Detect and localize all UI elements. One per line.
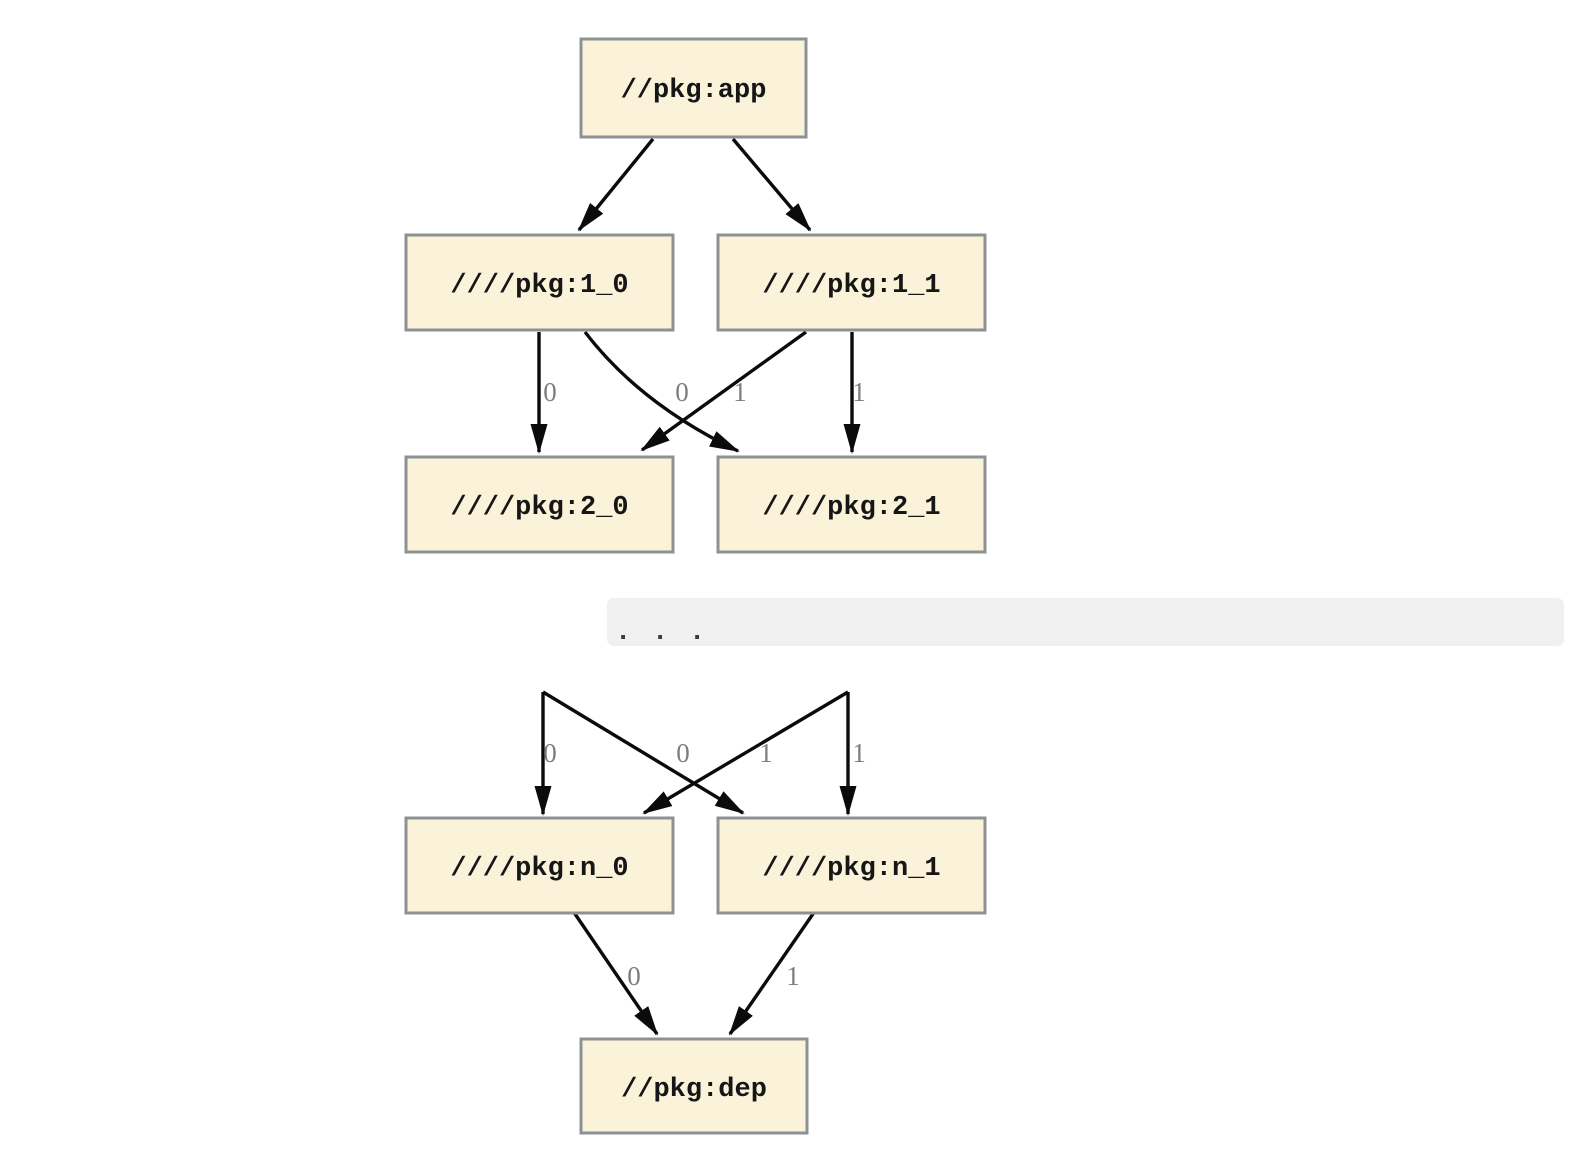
node-pkg-app-box [579, 37, 808, 139]
edge-label-1_0-2_1: 1 [733, 377, 747, 407]
node-pkg-dep-label: //pkg:dep [621, 1075, 767, 1105]
edge-ellipsis-to-n_1-cross [542, 690, 745, 815]
edge-ellipsis-to-n_0-cross [642, 690, 849, 815]
node-pkg-1_1-box [716, 233, 987, 332]
edge-label-n_0-dep: 0 [627, 961, 641, 991]
node-pkg-1_0-label: ////pkg:1_0 [450, 271, 628, 301]
node-pkg-dep-box [579, 1037, 809, 1135]
node-pkg-n_1-box [716, 816, 987, 915]
node-pkg-1_0: ////pkg:1_0 [404, 233, 675, 332]
node-pkg-n_1-label: ////pkg:n_1 [762, 854, 940, 884]
edge-1_0-to-2_1 [583, 330, 740, 453]
node-pkg-1_0-box [404, 233, 675, 332]
edge-label-n_0-left: 0 [543, 738, 557, 768]
edge-app-to-1_1 [731, 137, 812, 232]
edge-n_0-to-dep [571, 910, 659, 1036]
node-pkg-n_0: ////pkg:n_0 [404, 816, 675, 915]
edge-label-n_1-right: 1 [852, 738, 866, 768]
ellipsis-band: . . . [607, 598, 1564, 648]
edge-label-n_1-dep: 1 [786, 961, 800, 991]
node-pkg-2_0-label: ////pkg:2_0 [450, 493, 628, 523]
node-pkg-dep: //pkg:dep [579, 1037, 809, 1135]
node-pkg-1_1-label: ////pkg:1_1 [762, 271, 940, 301]
node-pkg-app-label: //pkg:app [621, 76, 767, 106]
edge-label-n_0-cross: 0 [676, 738, 690, 768]
edge-label-1_0-2_0: 0 [543, 377, 557, 407]
edge-app-to-1_0 [577, 137, 655, 232]
node-pkg-app: //pkg:app [579, 37, 808, 139]
node-pkg-n_0-label: ////pkg:n_0 [450, 854, 628, 884]
edge-1_1-to-2_0 [640, 330, 807, 452]
node-pkg-2_0: ////pkg:2_0 [404, 455, 675, 554]
edge-n_1-to-dep [728, 910, 817, 1036]
node-pkg-n_1: ////pkg:n_1 [716, 816, 987, 915]
node-pkg-2_1: ////pkg:2_1 [716, 455, 987, 554]
node-pkg-1_1: ////pkg:1_1 [716, 233, 987, 332]
edge-label-n_1-cross: 1 [759, 738, 773, 768]
node-pkg-2_1-label: ////pkg:2_1 [762, 493, 940, 523]
edge-label-1_1-2_1: 1 [852, 377, 866, 407]
node-pkg-n_0-box [404, 816, 675, 915]
ellipsis-text: . . . [615, 618, 708, 648]
node-pkg-2_0-box [404, 455, 675, 554]
node-pkg-2_1-box [716, 455, 987, 554]
edge-label-1_1-2_0: 0 [675, 377, 689, 407]
ellipsis-band-box [607, 598, 1564, 646]
